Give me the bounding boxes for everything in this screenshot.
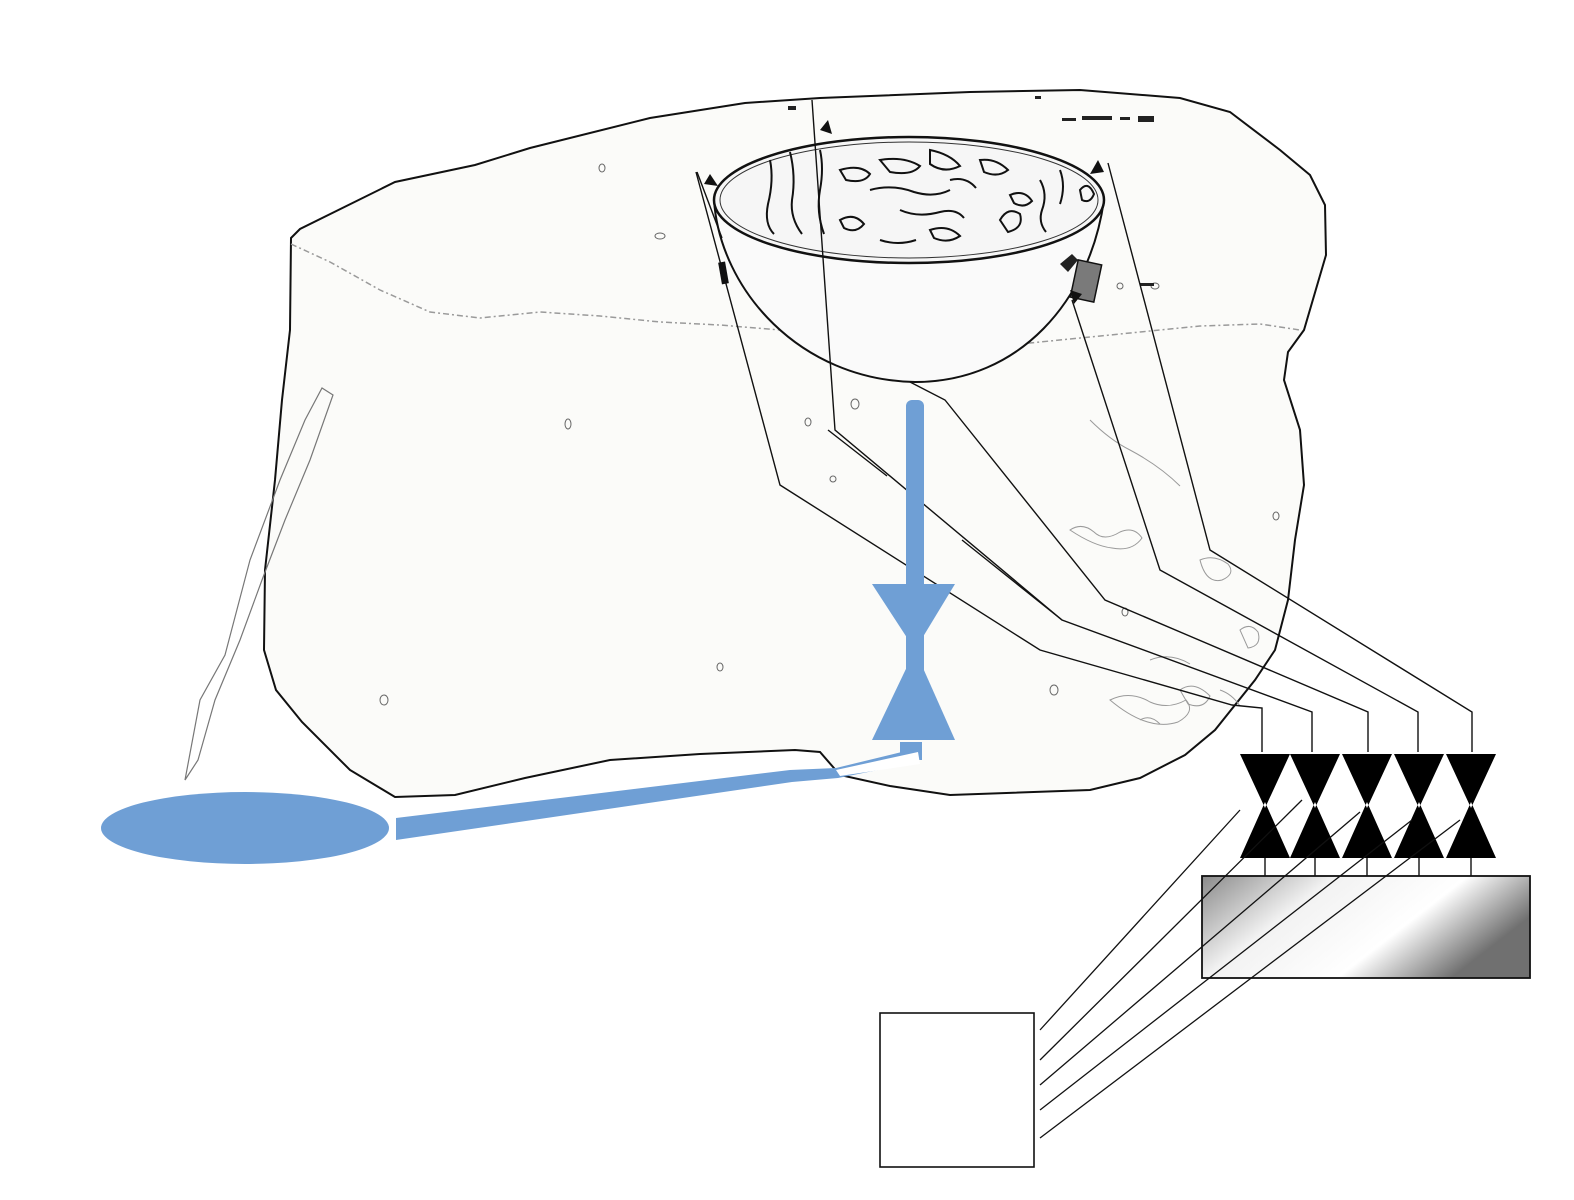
valve-row	[1240, 754, 1496, 858]
signal-lines	[695, 99, 1473, 752]
signal-line-1	[695, 171, 1263, 752]
hemisphere-basin-icon	[712, 135, 1106, 384]
basin-rim	[712, 135, 1106, 265]
gradient-box-icon	[1201, 875, 1531, 979]
signal-line-3	[909, 381, 1369, 752]
hourglass-valve-icon	[1342, 754, 1392, 858]
rock-crack	[184, 387, 334, 781]
valve-3	[1342, 754, 1392, 858]
arrow-sensor-icon	[1070, 290, 1082, 304]
control-wire-1	[1039, 809, 1241, 1031]
ellipse-pool-icon	[101, 792, 389, 864]
hourglass-valve-icon	[1394, 754, 1444, 858]
rock-rim-marks	[788, 96, 1154, 286]
control-wire-4	[1039, 819, 1413, 1111]
valve-5	[1446, 754, 1496, 858]
rock-specks	[379, 163, 1280, 706]
hourglass-valve-icon	[1290, 754, 1340, 858]
square-box-icon	[879, 1012, 1035, 1168]
hourglass-valve-icon	[1240, 754, 1290, 858]
signal-line-5	[1107, 162, 1473, 752]
drain-pipe	[396, 748, 920, 840]
arrowheads	[704, 120, 1104, 304]
arrow-top-icon	[820, 120, 832, 134]
arrow-left-icon	[704, 174, 718, 186]
control-wires	[1039, 799, 1461, 1139]
valve-1	[1240, 754, 1290, 858]
rock-texture	[1069, 419, 1260, 725]
control-wire-2	[1039, 799, 1303, 1061]
basin-water-texture	[765, 148, 1096, 244]
small-box-sensor-icon	[1060, 254, 1103, 303]
control-wire-3	[1039, 811, 1361, 1086]
hourglass-valve-icon	[872, 584, 955, 740]
valve-stems	[1264, 858, 1472, 876]
hourglass-valve-icon	[1446, 754, 1496, 858]
arrow-right-icon	[1090, 160, 1104, 174]
valve-4	[1394, 754, 1444, 858]
valve-2	[1290, 754, 1340, 858]
control-wire-5	[1039, 819, 1461, 1139]
signal-line-4	[1071, 299, 1419, 752]
